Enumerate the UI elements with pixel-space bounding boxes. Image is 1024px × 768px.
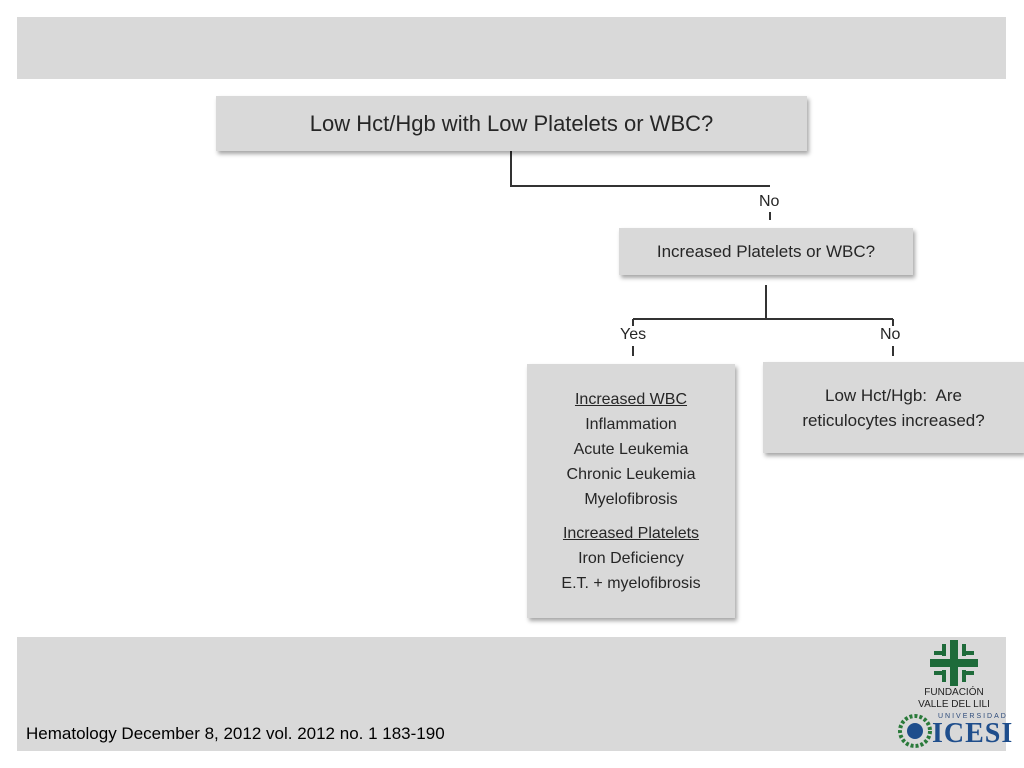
list-item: Myelofibrosis [584, 490, 678, 508]
list-item: Inflammation [585, 415, 677, 433]
fundacion-text: FUNDACIÓN [924, 687, 984, 698]
branch-no-label-2: No [880, 326, 901, 343]
question-low-hct-text: Low Hct/Hgb with Low Platelets or WBC? [309, 110, 714, 136]
reticulocytes-question-box: Low Hct/Hgb: Are reticulocytes increased… [763, 362, 1024, 453]
fundacion-valle-del-lili-logo: FUNDACIÓN VALLE DEL LILI [916, 638, 992, 712]
question-increased-box: Increased Platelets or WBC? [619, 228, 913, 275]
branch-no-label: No [759, 193, 780, 210]
reticulocytes-line-1: Low Hct/Hgb: Are [824, 385, 962, 405]
list-item: Iron Deficiency [578, 549, 684, 567]
question-increased-text: Increased Platelets or WBC? [656, 241, 876, 261]
list-item: E.T. + myelofibrosis [561, 574, 701, 592]
citation-text: Hematology December 8, 2012 vol. 2012 no… [26, 724, 445, 743]
heading-increased-wbc: Increased WBC [574, 390, 688, 408]
reticulocytes-line-2: reticulocytes increased? [802, 410, 985, 430]
icesi-seal-icon [898, 714, 932, 748]
universidad-text: UNIVERSIDAD [938, 713, 1008, 720]
causes-list-box: Increased WBC Inflammation Acute Leukemi… [527, 364, 735, 618]
cross-emblem-icon [930, 640, 978, 686]
header-band [17, 17, 1006, 79]
branch-yes-label: Yes [620, 326, 647, 343]
footer-band [17, 637, 1006, 751]
list-item: Chronic Leukemia [566, 465, 696, 483]
icesi-wordmark: ICESI [932, 718, 1014, 749]
universidad-icesi-logo: UNIVERSIDAD ICESI [896, 712, 1012, 752]
heading-increased-platelets: Increased Platelets [562, 524, 700, 542]
valle-del-lili-text: VALLE DEL LILI [918, 699, 990, 710]
list-item: Acute Leukemia [573, 440, 689, 458]
connector-q1-no [510, 151, 770, 187]
question-low-hct-box: Low Hct/Hgb with Low Platelets or WBC? [216, 96, 807, 151]
